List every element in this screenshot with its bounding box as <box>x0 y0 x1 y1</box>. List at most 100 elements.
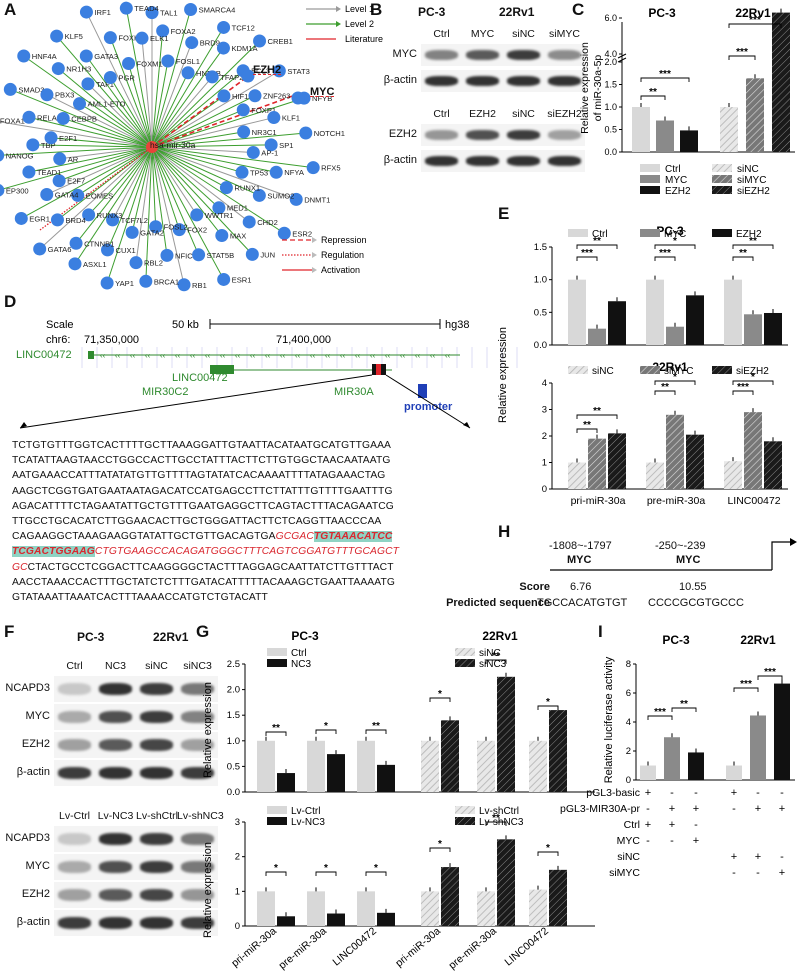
blot-membrane <box>421 70 585 92</box>
table-mark: - <box>670 835 674 847</box>
y-tick-label: 2.0 <box>227 685 240 696</box>
blot-lane-label: siEZH2 <box>547 108 582 120</box>
y-tick-label: 0 <box>542 484 547 495</box>
significance-label: ** <box>492 651 500 662</box>
network-node <box>82 208 96 222</box>
sequence-segment: AGACATTTTCTAGAATATTGCTGTTTGAATGAGGCTTCAG… <box>12 500 394 512</box>
score-label: Score <box>519 581 550 593</box>
network-edge <box>58 146 153 182</box>
table-mark: + <box>731 787 737 799</box>
svg-text:‹‹: ‹‹ <box>445 351 451 360</box>
network-node-label: NOTCH1 <box>314 129 345 138</box>
blot-lane-label: siNC <box>512 108 535 120</box>
network-node-label: FOSL1 <box>176 57 200 66</box>
blot-band <box>466 156 499 166</box>
network-node-label: TEAD4 <box>134 4 158 13</box>
significance-bracket <box>365 729 387 734</box>
significance-label: * <box>324 863 328 874</box>
significance-bracket <box>537 705 559 710</box>
network-node-label: CHD2 <box>257 218 278 227</box>
network-edge <box>57 68 153 148</box>
legend-swatch <box>568 366 588 374</box>
table-row-label: siNC <box>617 851 640 863</box>
network-node-label: TEAD1 <box>37 168 61 177</box>
sequence-segment: CAGAAGGCTAAAGAAGGTATATTGCTGTTGACAGTGA <box>12 531 276 543</box>
table-mark: + <box>755 803 761 815</box>
network-edge <box>151 42 193 148</box>
network-edge <box>28 146 153 173</box>
x-tick-label: LINC00472 <box>503 925 552 968</box>
legend-label: EZH2 <box>736 229 762 240</box>
table-mark: + <box>779 867 785 879</box>
blot-band <box>425 130 458 140</box>
significance-bracket <box>732 380 774 385</box>
significance-label: * <box>438 689 442 700</box>
network-edge <box>23 55 153 148</box>
bar <box>744 412 762 489</box>
network-node-label: RB1 <box>192 281 207 290</box>
y-tick-label: 1.5 <box>227 710 240 721</box>
legend-swatch <box>267 648 287 656</box>
network-node <box>212 201 226 215</box>
sequence-segment: TTGCCTGCACATCTTGGAACACTTGCTGGGATTACTTCTC… <box>12 515 382 527</box>
x-tick-label: pre-miR-30a <box>277 925 330 972</box>
blot-band <box>507 156 540 166</box>
bar <box>357 740 375 792</box>
chart-title: 22Rv1 <box>652 360 688 374</box>
bar <box>746 78 764 152</box>
legend-label: Lv-NC3 <box>291 817 325 828</box>
blot-band <box>181 739 214 751</box>
network-node <box>44 131 58 145</box>
blot-lane-label: siNC <box>512 28 535 40</box>
sequence-segment: TCTGTGTTTGGTCACTTTTGCTTAAAGGATTGTAATTACA… <box>12 440 392 451</box>
legend-label: Activation <box>321 265 360 275</box>
blot-band <box>140 889 173 901</box>
network-edge <box>75 146 153 244</box>
legend-swatch <box>568 229 588 237</box>
panel-label-c: C <box>572 0 585 19</box>
network-edge <box>88 146 153 216</box>
network-node <box>68 257 82 271</box>
site-1-position: -1808~-1797 <box>549 540 612 552</box>
network-node <box>71 188 85 202</box>
table-row-label: siMYC <box>609 867 640 879</box>
network-node <box>119 1 133 15</box>
significance-bracket <box>265 731 287 736</box>
blot-band <box>99 833 132 845</box>
legend-swatch <box>712 186 732 194</box>
significance-label: * <box>438 839 442 850</box>
blot-band <box>99 767 132 779</box>
network-node-highlight <box>241 69 255 83</box>
network-node-label: CREB1 <box>268 37 293 46</box>
significance-bracket <box>732 390 754 395</box>
y-axis-label: Relative expression <box>579 42 591 134</box>
network-highlight-ezh2: EZH2 <box>253 64 282 76</box>
table-mark: - <box>646 835 650 847</box>
network-node-label: TCF7L2 <box>121 216 148 225</box>
network-node-label: KLF5 <box>65 32 83 41</box>
network-edge <box>151 9 192 148</box>
network-node <box>246 146 260 160</box>
significance-label: * <box>274 863 278 874</box>
network-edge <box>151 117 274 148</box>
network-node <box>264 138 278 152</box>
y-axis-label: Relative luciferase activity <box>603 656 615 783</box>
blot-lane-label: Ctrl <box>433 28 450 40</box>
site-2-tf: MYC <box>676 554 701 566</box>
network-node <box>217 89 231 103</box>
network-node-label: NFYB <box>312 94 332 103</box>
network-node-label: NFIC <box>175 251 193 260</box>
bar <box>666 414 684 489</box>
y-tick-label: 2.5 <box>227 659 240 670</box>
table-row-label: pGL3-basic <box>586 787 640 799</box>
significance-bracket <box>315 729 337 734</box>
network-node <box>125 225 139 239</box>
network-edge <box>39 146 153 250</box>
y-tick-label: 2.0 <box>604 57 617 67</box>
network-edge <box>32 144 153 148</box>
significance-bracket <box>647 715 673 720</box>
legend-label: siMYC <box>737 175 766 186</box>
chart-title: PC-3 <box>291 629 319 643</box>
